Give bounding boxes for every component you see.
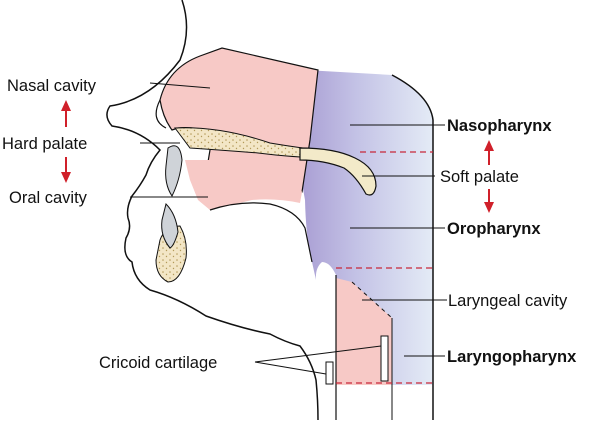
leader-nasal-cavity: [149, 82, 211, 89]
label-nasopharynx: Nasopharynx: [447, 117, 552, 135]
label-nasal-cavity: Nasal cavity: [7, 77, 97, 95]
face-profile: [106, 0, 319, 421]
cricoid-bar-left: [325, 361, 334, 385]
leader-cricoid-upper: [254, 345, 382, 363]
soft-palate-shape: [299, 147, 377, 196]
nose-contour: [155, 99, 167, 129]
posterior-wall: [391, 74, 434, 420]
label-cricoid-cartilage: Cricoid cartilage: [99, 354, 217, 372]
oral-cavity-region: [185, 160, 302, 210]
red-arrow-right: [484, 140, 494, 213]
label-laryngeal-cavity: Laryngeal cavity: [448, 292, 568, 310]
laryngeal-cavity-region: [336, 278, 392, 385]
cricoid-bar-right: [380, 335, 389, 382]
label-oral-cavity: Oral cavity: [9, 189, 88, 207]
leader-cricoid-lower: [254, 361, 327, 375]
upper-tooth: [165, 145, 183, 197]
red-arrow-left: [61, 100, 71, 183]
label-soft-palate: Soft palate: [440, 168, 519, 186]
label-hard-palate: Hard palate: [2, 135, 87, 153]
label-oropharynx: Oropharynx: [447, 220, 541, 238]
label-laryngopharynx: Laryngopharynx: [447, 348, 577, 366]
nasal-cavity-region: [159, 47, 319, 193]
lower-tooth: [161, 203, 179, 249]
tongue-contour: [209, 202, 313, 263]
